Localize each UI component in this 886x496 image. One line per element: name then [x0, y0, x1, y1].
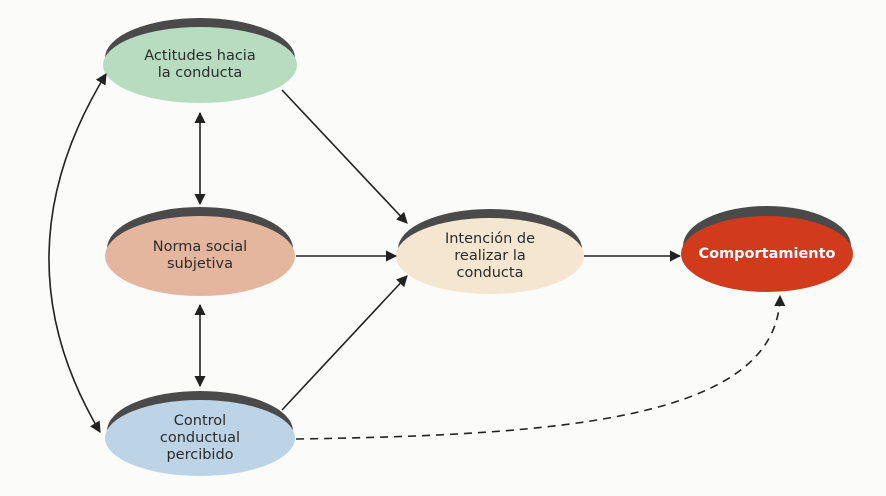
edge-control-behavior-dashed — [295, 294, 786, 440]
edge-control-intention — [281, 275, 408, 411]
edges — [48, 73, 786, 440]
control-label-line2: conductual — [159, 429, 241, 446]
control-label-line3: percibido — [166, 446, 234, 463]
intention-label-line3: conducta — [456, 264, 524, 281]
control-ellipse[interactable] — [105, 400, 295, 476]
norm-label-line2: subjetiva — [166, 256, 234, 272]
intention-label-line2: realizar la — [454, 247, 526, 264]
behavior-ellipse[interactable] — [681, 216, 853, 292]
intention-ellipse[interactable] — [396, 218, 584, 294]
norm-label-line1: Norma social — [152, 239, 248, 255]
behavior-label-line1: Comportamiento — [698, 245, 836, 262]
edge-attitudes-intention — [281, 89, 408, 224]
node-ellipses — [103, 27, 853, 476]
attitudes-label: Actitudes hacia la conducta — [118, 40, 282, 90]
behavior-label: Comportamiento — [687, 234, 847, 274]
intention-label: Intención de realizar la conducta — [408, 228, 572, 284]
attitudes-label-line2: la conducta — [157, 65, 243, 81]
norm-label: Norma social subjetiva — [118, 231, 282, 281]
control-label: Control conductual percibido — [118, 410, 282, 466]
control-label-line1: Control — [173, 412, 227, 429]
attitudes-label-line1: Actitudes hacia — [144, 48, 256, 64]
attitudes-ellipse[interactable] — [103, 27, 297, 103]
edge-attitudes-control — [48, 73, 107, 433]
norm-ellipse[interactable] — [105, 216, 295, 296]
intention-label-line1: Intención de — [444, 230, 536, 247]
